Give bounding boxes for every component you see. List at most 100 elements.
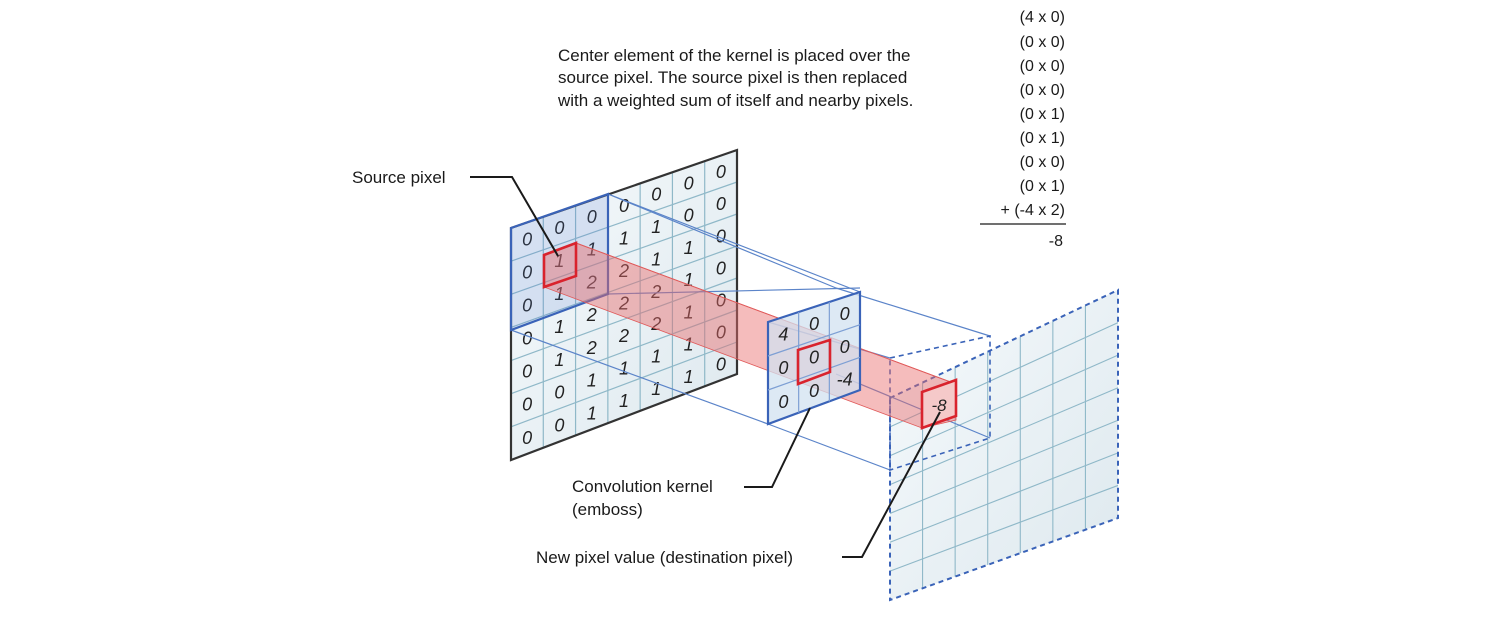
source-cell-value: 1 xyxy=(684,302,694,322)
calc-term: (0 x 1) xyxy=(1020,130,1065,147)
source-panel-border xyxy=(509,148,739,462)
source-cell-value: 1 xyxy=(651,347,661,367)
destination-panel-face xyxy=(890,290,1118,600)
projection-line xyxy=(510,329,769,425)
source-cell-value: 0 xyxy=(716,194,726,214)
source-cell-value: 0 xyxy=(522,395,532,415)
kernel-cell-value: -4 xyxy=(837,370,853,390)
kernel-cell-value: 0 xyxy=(809,381,819,401)
source-grid-line xyxy=(510,181,738,262)
destination-panel-border xyxy=(889,288,1119,602)
source-cell-value: 1 xyxy=(554,284,564,304)
source-grid-values: 0000000011110001221100122210012221000111… xyxy=(522,162,726,448)
source-cell-value: 1 xyxy=(587,403,597,423)
kernel-cell-value: 0 xyxy=(778,358,788,378)
source-cell-value: 0 xyxy=(522,229,532,249)
description-line: with a weighted sum of itself and nearby… xyxy=(557,91,913,110)
source-cell-value: 1 xyxy=(619,359,629,379)
destination-window xyxy=(889,335,991,472)
calc-term: (0 x 0) xyxy=(1020,58,1065,75)
red-beam-edge xyxy=(575,242,957,385)
source-cell-value: 1 xyxy=(684,335,694,355)
kernel-grid-values: 4 0 0 0 0 0 0 0 -4 xyxy=(778,304,852,412)
source-cell-value: 1 xyxy=(684,238,694,258)
source-cell-value: 2 xyxy=(618,293,629,313)
kernel-leader xyxy=(744,407,811,488)
source-to-kernel-lines xyxy=(510,193,861,425)
kernel-cell-value: 0 xyxy=(809,347,819,367)
source-cell-value: 2 xyxy=(650,314,661,334)
kernel-label: Convolution kernel xyxy=(572,477,713,496)
source-pixel-leader xyxy=(470,176,559,257)
calc-term: (4 x 0) xyxy=(1020,9,1065,26)
projection-line xyxy=(607,287,861,295)
description-line: Center element of the kernel is placed o… xyxy=(558,46,910,65)
source-cell-value: 0 xyxy=(716,258,726,278)
destination-grid-line xyxy=(889,354,1119,457)
source-cell-value: 0 xyxy=(522,428,532,448)
kernel-cell-value: 0 xyxy=(809,314,819,334)
source-cell-value: 0 xyxy=(716,226,726,246)
source-cell-value: 0 xyxy=(619,196,629,216)
source-cell-value: 0 xyxy=(554,218,564,238)
kernel-cell-value: 0 xyxy=(840,337,850,357)
projection-line xyxy=(607,193,837,289)
description-text: Center element of the kernel is placed o… xyxy=(557,46,913,110)
source-cell-value: 0 xyxy=(684,206,694,226)
source-grid-line xyxy=(510,213,738,295)
kernel-cell-value: 4 xyxy=(778,324,788,344)
source-grid-line xyxy=(510,341,738,428)
source-cell-value: 0 xyxy=(522,296,532,316)
calc-term: + (-4 x 2) xyxy=(1001,202,1065,219)
destination-panel xyxy=(889,288,1119,602)
projection-line xyxy=(835,373,991,439)
source-cell-value: 0 xyxy=(716,323,726,343)
new-pixel-leader xyxy=(842,411,941,558)
source-cell-value: 1 xyxy=(554,251,564,271)
source-cell-value: 0 xyxy=(554,383,564,403)
calc-term: (0 x 1) xyxy=(1020,178,1065,195)
source-cell-value: 2 xyxy=(586,272,597,292)
source-pixel-label: Source pixel xyxy=(352,168,446,187)
source-cell-value: 1 xyxy=(619,391,629,411)
new-pixel-label: New pixel value (destination pixel) xyxy=(536,548,793,567)
source-cell-value: 0 xyxy=(522,263,532,283)
calc-term: (0 x 0) xyxy=(1020,82,1065,99)
convolution-kernel: 4 0 0 0 0 0 0 0 -4 xyxy=(766,290,862,426)
source-cell-value: 0 xyxy=(587,207,597,227)
source-cell-value: 2 xyxy=(618,326,629,346)
projection-line xyxy=(607,193,861,293)
destination-grid-line xyxy=(889,387,1119,486)
source-cell-value: 2 xyxy=(586,305,597,325)
source-cell-value: 1 xyxy=(587,240,597,260)
kernel-grid-line xyxy=(767,356,861,391)
source-cell-value: 0 xyxy=(651,185,661,205)
source-cell-value: 1 xyxy=(684,367,694,387)
destination-pixel-value: -8 xyxy=(931,396,947,415)
source-grid-line xyxy=(510,245,738,328)
source-panel: 0000000011110001221100122210012221000111… xyxy=(509,148,739,462)
source-cell-value: 1 xyxy=(651,217,661,237)
source-cell-value: 0 xyxy=(522,362,532,382)
source-cell-value: 0 xyxy=(684,173,694,193)
kernel-cell-value: 0 xyxy=(840,304,850,324)
kernel-cell-value: 0 xyxy=(778,392,788,412)
kernel-center-highlight xyxy=(796,338,832,386)
source-cell-value: 0 xyxy=(554,416,564,436)
source-window xyxy=(509,192,610,332)
source-cell-value: 1 xyxy=(619,228,629,248)
source-cell-value: 0 xyxy=(716,355,726,375)
source-grid-lines xyxy=(510,161,738,448)
source-cell-value: 0 xyxy=(716,162,726,182)
source-cell-value: 2 xyxy=(586,338,597,358)
source-cell-value: 1 xyxy=(651,379,661,399)
source-cell-value: 0 xyxy=(522,329,532,349)
source-cell-value: 1 xyxy=(587,371,597,391)
kernel-label-sub: (emboss) xyxy=(572,500,643,519)
description-line: source pixel. The source pixel is then r… xyxy=(558,68,907,87)
projection-line xyxy=(835,287,991,337)
source-cell-value: 2 xyxy=(618,261,629,281)
source-cell-value: 1 xyxy=(651,249,661,269)
projection-line xyxy=(767,423,891,471)
